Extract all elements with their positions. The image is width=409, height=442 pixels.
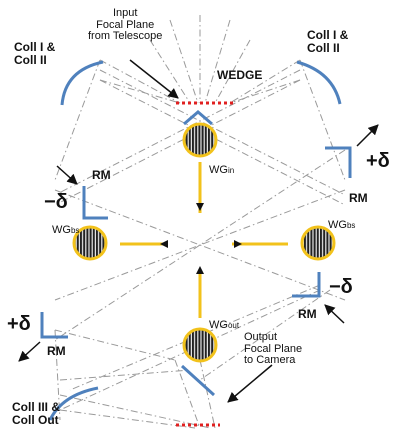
beam-arrow-left [160, 240, 168, 248]
ray-line [54, 79, 301, 206]
ray-line [59, 289, 321, 411]
roof-mirror-left-bottom [40, 312, 68, 339]
grating-bs-left [72, 225, 108, 261]
coll-mirror-left-top [60, 60, 104, 106]
ray-line [199, 359, 216, 429]
wg-bs-left-main: WG [52, 224, 71, 236]
input-focal-plane-label: Input Focal Plane from Telescope [88, 7, 163, 43]
collimator-mirrors [48, 60, 342, 421]
delta-arrow-left-top [56, 165, 78, 185]
ray-line [54, 329, 176, 361]
ray-line [214, 39, 251, 104]
input-pointer-arrow [129, 59, 179, 99]
delta-label-right-top: +δ [366, 150, 390, 172]
output-fold-mirror [180, 364, 216, 397]
wg-bs-right-label: WGbs [328, 219, 356, 232]
ray-line [199, 289, 331, 381]
roof-mirrors [40, 146, 352, 339]
coll-mirror-bottom [48, 386, 99, 421]
beam-arrow-right [234, 240, 242, 248]
ray-line [299, 59, 346, 181]
ray-line [54, 59, 101, 181]
output-focal-plane-label: Output Focal Plane to Camera [244, 331, 303, 367]
coll-label-line: Coll II [14, 52, 47, 67]
wg-in-main: WG [209, 164, 228, 176]
beam-paths [120, 162, 288, 318]
input-label-line: from Telescope [88, 30, 163, 43]
coll-label-right-top: Coll I & Coll II [307, 29, 348, 54]
grating-out [182, 327, 218, 363]
wedge-shape [183, 110, 213, 126]
grating-bs-right [300, 225, 336, 261]
ray-line [174, 359, 201, 429]
ray-line [99, 79, 181, 104]
delta-arrow-left-bottom [18, 341, 41, 362]
roof-mirror-right-bottom [292, 272, 321, 298]
ray-line [59, 369, 191, 381]
ray-line [59, 394, 211, 429]
coll-mirror-right-top [296, 60, 342, 105]
rm-label-left-bottom: RM [47, 344, 66, 358]
ray-line [59, 409, 196, 429]
ray-line [99, 79, 346, 206]
output-label-line: to Camera [244, 354, 296, 367]
ray-line [229, 79, 301, 104]
wg-bs-right-main: WG [328, 219, 347, 231]
output-label-line: Focal Plane [244, 342, 303, 355]
wg-out-label: WGout [209, 319, 240, 332]
rm-label-right-bottom: RM [298, 307, 317, 321]
rm-label-left-top: RM [92, 168, 111, 182]
coll-label-line: Coll I & [14, 40, 56, 54]
coll-label-line: Coll Out [12, 412, 59, 427]
ray-line [54, 69, 301, 196]
coll-label-left-top: Coll I & Coll II [14, 41, 55, 66]
output-label-line: Output [244, 331, 278, 343]
delta-label-right-bottom: −δ [329, 276, 353, 298]
coll-label-bottom: Coll III & Coll Out [12, 401, 60, 426]
ray-line [99, 69, 346, 196]
ray-line [204, 19, 231, 104]
wg-in-label: WGin [209, 164, 235, 177]
coll-label-line: Coll I & [307, 28, 349, 42]
wg-out-main: WG [209, 319, 228, 331]
wg-bs-left-label: WGbs [52, 224, 80, 237]
wedge-label: WEDGE [217, 68, 263, 82]
output-pointer-arrow [227, 364, 273, 403]
wg-in-sub: in [227, 166, 235, 175]
delta-arrow-right-bottom [324, 304, 345, 324]
rm-label-right-top: RM [349, 191, 368, 205]
input-label-line: Input [112, 7, 138, 19]
ray-line [169, 19, 199, 104]
ray-line [229, 59, 301, 104]
delta-label-left-top: −δ [44, 191, 68, 213]
ray-line [149, 39, 191, 104]
ray-line [99, 59, 181, 104]
pointer-arrows [18, 59, 379, 403]
delta-arrow-right-top [356, 124, 379, 147]
wg-bs-right-sub: bs [346, 221, 356, 230]
beam-arrowheads [160, 203, 242, 274]
coll-label-line: Coll II [307, 40, 340, 55]
input-label-line: Focal Plane [96, 18, 155, 31]
roof-mirror-right-top [325, 146, 352, 178]
ray-line [54, 189, 346, 301]
wg-out-sub: out [227, 321, 240, 330]
wg-bs-left-sub: bs [70, 226, 80, 235]
roof-mirror-left-top [82, 186, 108, 220]
beam-arrow-in [196, 203, 204, 211]
grating-in [182, 122, 218, 158]
coll-label-line: Coll III & [12, 400, 60, 414]
gratings [72, 122, 336, 363]
beam-arrow-out [196, 266, 204, 274]
delta-label-left-bottom: +δ [7, 313, 31, 335]
